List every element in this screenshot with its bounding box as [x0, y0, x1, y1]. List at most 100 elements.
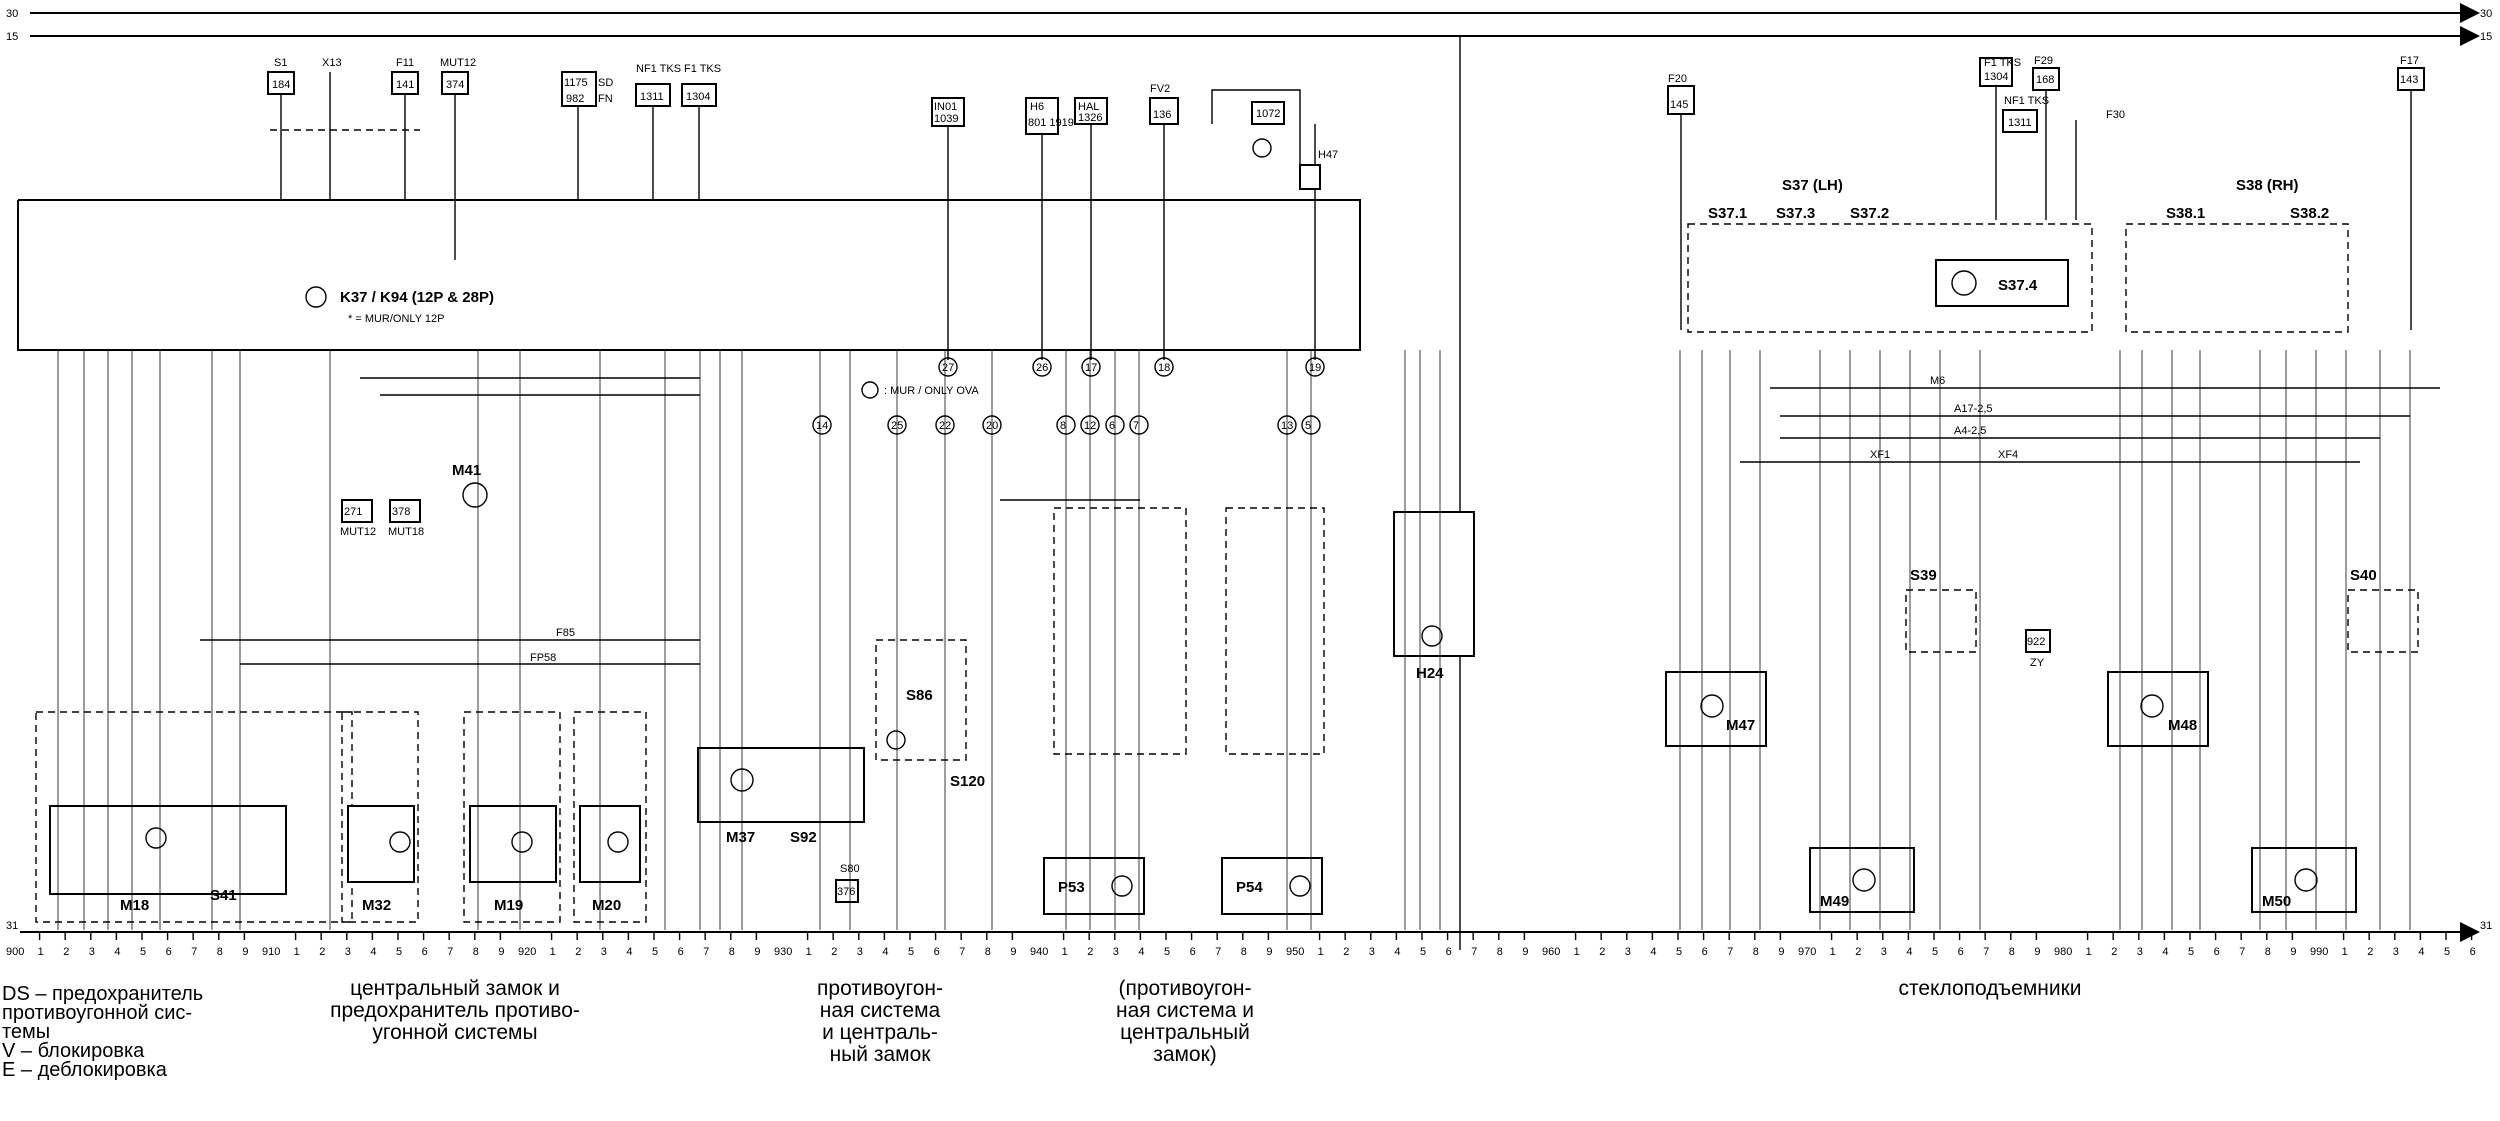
fuse-label: 1175 [564, 77, 588, 89]
ruler-digit: 9 [2290, 946, 2296, 958]
ruler-digit: 6 [1958, 946, 1964, 958]
ruler-digit: 2 [1087, 946, 1093, 958]
ruler-digit: 3 [601, 946, 607, 958]
ruler-digit: 6 [1702, 946, 1708, 958]
m49-label: M49 [1820, 893, 1849, 910]
legend: DS – предохранитель противоугонной сис- … [2, 984, 203, 1080]
ruler-digit: 2 [2367, 946, 2373, 958]
fuse-number: 1304 [1984, 71, 2008, 83]
caption-line: центральный замок и [350, 977, 560, 1000]
ruler-digit: 4 [2162, 946, 2168, 958]
m20-label: M20 [592, 897, 621, 914]
ruler-digit: 8 [2265, 946, 2271, 958]
h24-label: H24 [1416, 665, 1444, 682]
ruler-digit: 3 [1369, 946, 1375, 958]
ruler-digit: 7 [1215, 946, 1221, 958]
ruler-digit: 2 [1343, 946, 1349, 958]
pin-circle [1032, 357, 1052, 377]
ruler-digit: 1 [1830, 946, 1836, 958]
ruler-major-label: 960 [1542, 946, 1560, 958]
ruler-digit: 1 [1318, 946, 1324, 958]
pin-number: 5 [1305, 420, 1311, 432]
ruler-digit: 8 [473, 946, 479, 958]
ruler-digit: 9 [1266, 946, 1272, 958]
fuse-number: 1311 [640, 91, 664, 103]
ruler-digit: 1 [1062, 946, 1068, 958]
fuse-number: 143 [2400, 74, 2418, 86]
fuse-label: F11 [396, 57, 414, 69]
ground-label-left: 31 [6, 920, 18, 932]
fuse-number: 141 [396, 79, 414, 91]
ruler-digit: 3 [345, 946, 351, 958]
caption-central-lock: центральный замок и предохранитель проти… [325, 978, 585, 1044]
ruler-major-label: 910 [262, 946, 280, 958]
pin-circle [812, 415, 832, 435]
k37-ova-note: : MUR / ONLY OVA [884, 385, 979, 397]
m47-label: M47 [1726, 717, 1755, 734]
ruler-digit: 7 [1727, 946, 1733, 958]
caption-line: ный замок [829, 1043, 931, 1066]
s41-label: S41 [210, 887, 237, 904]
bus-label: FP58 [530, 652, 556, 664]
left-components: M18 S41 M32 M19 M20 M41 M37 S92 271 MUT1… [35, 377, 865, 923]
pin-number: 7 [1133, 420, 1139, 432]
m19-label: M19 [494, 897, 523, 914]
fuse-label: NF1 TKS [2004, 95, 2049, 107]
ruler-digit: 3 [2137, 946, 2143, 958]
ruler-digit: 4 [1138, 946, 1144, 958]
legend-line: темы [2, 1021, 51, 1043]
ruler-digit: 5 [1420, 946, 1426, 958]
pin-circle [1081, 357, 1101, 377]
ruler-digit: 4 [114, 946, 120, 958]
ruler-digit: 6 [2470, 946, 2476, 958]
fuse-label: F29 [2034, 55, 2053, 67]
fuse-label: FV2 [1150, 83, 1170, 95]
s40-label: S40 [2350, 567, 2377, 584]
small-box-id: ZY [2030, 657, 2045, 669]
ruler-digit: 2 [575, 946, 581, 958]
power-rails: 30 30 15 15 31 31 [6, 3, 2492, 942]
fuse-number: 801 1919 [1028, 117, 1074, 129]
ground-label-right: 31 [2480, 920, 2492, 932]
small-box-number: 271 [344, 506, 362, 518]
fuse-number: 374 [446, 79, 464, 91]
pin-number: 17 [1085, 362, 1097, 374]
fuse-label: F20 [1668, 73, 1687, 85]
m18-label: M18 [120, 897, 149, 914]
fuse-label: F17 [2400, 55, 2419, 67]
caption-line: угонной системы [372, 1021, 538, 1044]
ruler-digit: 9 [1778, 946, 1784, 958]
fuse-number: 1311 [2008, 117, 2032, 129]
caption-line: стеклоподъемники [1898, 977, 2082, 1000]
s38-2-label: S38.2 [2290, 205, 2329, 222]
legend-line: V – блокировка [2, 1040, 145, 1062]
ruler-digit: 2 [1855, 946, 1861, 958]
small-box-id: MUT12 [340, 526, 376, 538]
h47-label: H47 [1318, 149, 1338, 161]
ruler-digit: 6 [422, 946, 428, 958]
rail-30-right: 30 [2480, 8, 2492, 20]
fuse-number: 145 [1670, 99, 1688, 111]
fuse-number: 136 [1153, 109, 1171, 121]
small-box-number: 378 [392, 506, 410, 518]
ruler-major-label: 930 [774, 946, 792, 958]
middle-components: 376 S80 S86 S120 P53 P54 H24 [835, 499, 1475, 915]
caption-antitheft-optional: (противоугон- ная система и центральный … [1100, 978, 1270, 1066]
ruler-digit: 8 [729, 946, 735, 958]
fuse-number: 1039 [934, 113, 958, 125]
ruler-major-label: 900 [6, 946, 24, 958]
ruler-digit: 7 [1471, 946, 1477, 958]
bus-label: A17-2,5 [1954, 403, 1993, 415]
s37-3-label: S37.3 [1776, 205, 1815, 222]
m32-label: M32 [362, 897, 391, 914]
legend-line: противоугонной сис- [2, 1002, 193, 1024]
s37-1-label: S37.1 [1708, 205, 1747, 222]
left-fuses: S1 184 X13 F11 141 MUT12 374 1175 982 SD… [267, 57, 721, 260]
caption-line: центральный [1120, 1021, 1250, 1044]
ruler-digit: 9 [1522, 946, 1528, 958]
pin-number: 14 [816, 420, 828, 432]
s92-label: S92 [790, 829, 817, 846]
fuse-label: 1072 [1256, 108, 1280, 120]
